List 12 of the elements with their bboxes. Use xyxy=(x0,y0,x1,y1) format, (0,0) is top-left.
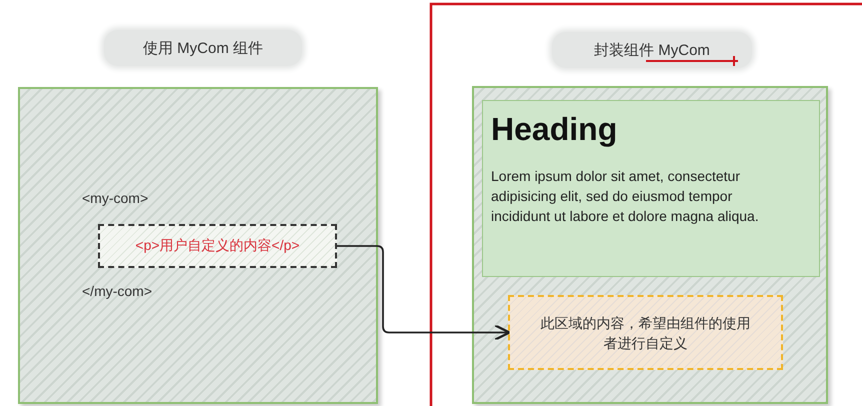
title-band: 封装组件 MyCom xyxy=(552,32,752,68)
body-text: Lorem ipsum dolor sit amet, consectetur adipisicing elit, sed do eiusmod tempor incididunt ut labore et dolore magna aliqua. xyxy=(491,167,760,226)
dashed-box: <p>用户自定义的内容</p> xyxy=(98,224,337,268)
content-card xyxy=(482,100,820,277)
code-text: <my-com> xyxy=(82,190,148,206)
code-text: </my-com> xyxy=(82,283,152,299)
dashed-box: 此区域的内容，希望由组件的使用者进行自定义 xyxy=(508,295,783,370)
arrow xyxy=(337,245,511,341)
heading: Heading xyxy=(491,111,618,148)
component-box xyxy=(18,87,378,404)
component-box xyxy=(472,86,828,404)
title-band: 使用 MyCom 组件 xyxy=(104,30,302,66)
